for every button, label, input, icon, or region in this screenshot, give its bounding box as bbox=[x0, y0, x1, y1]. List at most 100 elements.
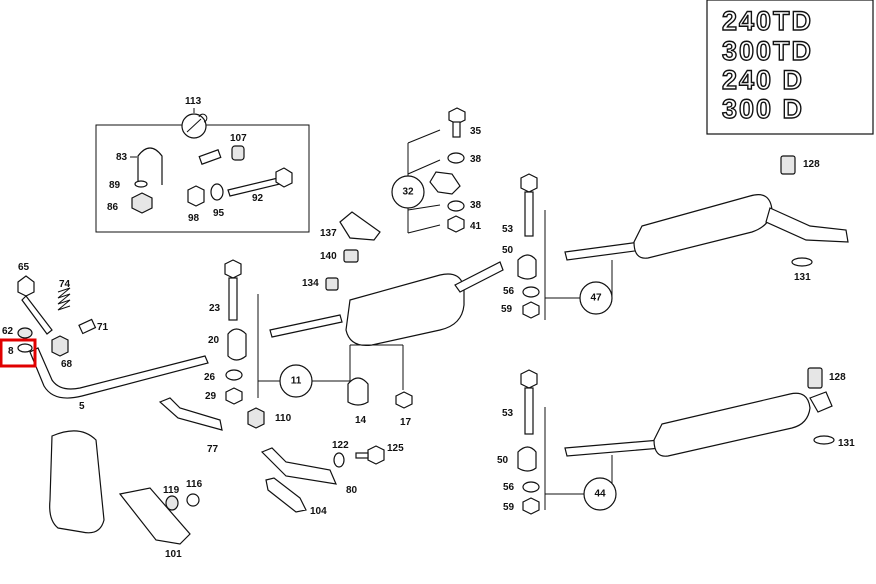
label-77: 77 bbox=[207, 444, 219, 455]
nut-68 bbox=[51, 335, 69, 357]
label-119: 119 bbox=[163, 485, 180, 496]
label-17: 17 bbox=[400, 417, 412, 428]
front-muffler-outlet bbox=[454, 261, 504, 293]
downpipe-group: 5 65 74 71 62 8 68 bbox=[2, 262, 209, 412]
label-23: 23 bbox=[209, 303, 221, 314]
label-107: 107 bbox=[230, 133, 247, 144]
label-71: 71 bbox=[97, 322, 109, 333]
model-240td: 240TD bbox=[722, 6, 813, 36]
label-32: 32 bbox=[402, 187, 414, 198]
u-bolt bbox=[137, 147, 163, 185]
spring-74 bbox=[57, 287, 71, 311]
washer-38a bbox=[447, 152, 465, 164]
label-8: 8 bbox=[8, 346, 14, 357]
rear-muffler-lower bbox=[653, 392, 811, 457]
label-50a: 50 bbox=[502, 245, 514, 256]
label-122: 122 bbox=[332, 440, 349, 451]
label-89: 89 bbox=[109, 180, 121, 191]
bracket-137 bbox=[339, 211, 381, 241]
kit-32-circle bbox=[391, 175, 425, 209]
label-35: 35 bbox=[470, 126, 482, 137]
label-83: 83 bbox=[116, 152, 128, 163]
rubber-ring-50b bbox=[517, 446, 537, 472]
clamp-14 bbox=[347, 377, 369, 406]
bolt-23-head bbox=[224, 259, 242, 279]
washer-116 bbox=[186, 493, 200, 507]
kit-11-circle bbox=[279, 364, 313, 398]
bracket-101 bbox=[118, 487, 191, 545]
label-29: 29 bbox=[205, 391, 217, 402]
bolt-53a-shaft bbox=[524, 191, 534, 237]
label-80: 80 bbox=[346, 485, 358, 496]
rear-pipe-lower bbox=[564, 439, 663, 457]
washer-131b bbox=[813, 435, 835, 445]
rear-muffler-upper bbox=[633, 194, 773, 259]
label-95: 95 bbox=[213, 208, 225, 219]
label-59b: 59 bbox=[503, 502, 515, 513]
model-300d: 300 D bbox=[722, 94, 804, 124]
label-128b: 128 bbox=[829, 372, 846, 383]
label-50b: 50 bbox=[497, 455, 509, 466]
nut-59b bbox=[522, 497, 540, 515]
label-38a: 38 bbox=[470, 154, 482, 165]
nut bbox=[131, 192, 153, 214]
nut-98 bbox=[187, 185, 205, 207]
bolt-53b-head bbox=[520, 369, 538, 389]
bolt-125 bbox=[367, 445, 385, 465]
downpipe bbox=[29, 347, 209, 399]
label-113: 113 bbox=[185, 96, 202, 107]
label-53b: 53 bbox=[502, 408, 514, 419]
label-68: 68 bbox=[61, 359, 73, 370]
brackets-lower: 77 122 125 80 104 bbox=[158, 397, 404, 517]
front-pipe-inlet bbox=[269, 314, 343, 338]
label-38b: 38 bbox=[470, 200, 482, 211]
kit-11-group: 11 23 20 26 29 110 14 17 bbox=[204, 259, 413, 429]
rear-pipe-upper bbox=[564, 241, 643, 261]
rubber-134 bbox=[325, 277, 339, 291]
rubber-ring-50a bbox=[517, 254, 537, 280]
bushing bbox=[198, 149, 222, 165]
rubber-128a bbox=[780, 155, 796, 175]
bolt-head bbox=[275, 167, 293, 188]
label-134: 134 bbox=[302, 278, 319, 289]
label-101: 101 bbox=[165, 549, 182, 560]
front-muffler-body bbox=[345, 273, 465, 347]
label-53a: 53 bbox=[502, 224, 514, 235]
screw-17 bbox=[395, 391, 413, 409]
label-11: 11 bbox=[291, 376, 302, 387]
model-240d: 240 D bbox=[722, 65, 804, 95]
label-104: 104 bbox=[310, 506, 327, 517]
model-300td: 300TD bbox=[722, 36, 813, 66]
sleeve-71 bbox=[78, 318, 97, 335]
front-muffler bbox=[269, 261, 504, 347]
label-131b: 131 bbox=[838, 438, 855, 449]
bolt-65-head bbox=[17, 275, 35, 297]
rubber-ring-20 bbox=[227, 328, 247, 361]
washer-56b bbox=[522, 481, 540, 493]
rear-assembly-lower: 44 53 50 56 59 128 131 bbox=[497, 367, 855, 515]
label-131a: 131 bbox=[794, 272, 811, 283]
washer bbox=[134, 180, 148, 188]
label-41: 41 bbox=[470, 221, 482, 232]
bracket-group-center: 137 140 134 bbox=[302, 211, 381, 291]
gasket-62 bbox=[17, 327, 33, 339]
label-5: 5 bbox=[79, 401, 85, 412]
wrench-icon-glyph bbox=[186, 113, 208, 133]
nut-29 bbox=[225, 387, 243, 405]
nut-41 bbox=[447, 215, 465, 233]
kit-47-circle bbox=[579, 281, 613, 315]
nut-59a bbox=[522, 301, 540, 319]
label-137: 137 bbox=[320, 228, 337, 239]
label-125: 125 bbox=[387, 443, 404, 454]
bolt-65-shaft bbox=[21, 295, 53, 335]
bracket-rear-lower bbox=[809, 391, 833, 413]
model-designation-box: 240TD 300TD 240 D 300 D bbox=[706, 0, 874, 135]
label-110: 110 bbox=[275, 413, 292, 424]
rubber-mount bbox=[231, 145, 245, 161]
label-62: 62 bbox=[2, 326, 14, 337]
rear-assembly-upper: 47 53 50 56 59 128 131 bbox=[501, 155, 849, 320]
tailpipe-upper bbox=[765, 207, 849, 243]
label-14: 14 bbox=[355, 415, 367, 426]
rubber-128b bbox=[807, 367, 823, 389]
